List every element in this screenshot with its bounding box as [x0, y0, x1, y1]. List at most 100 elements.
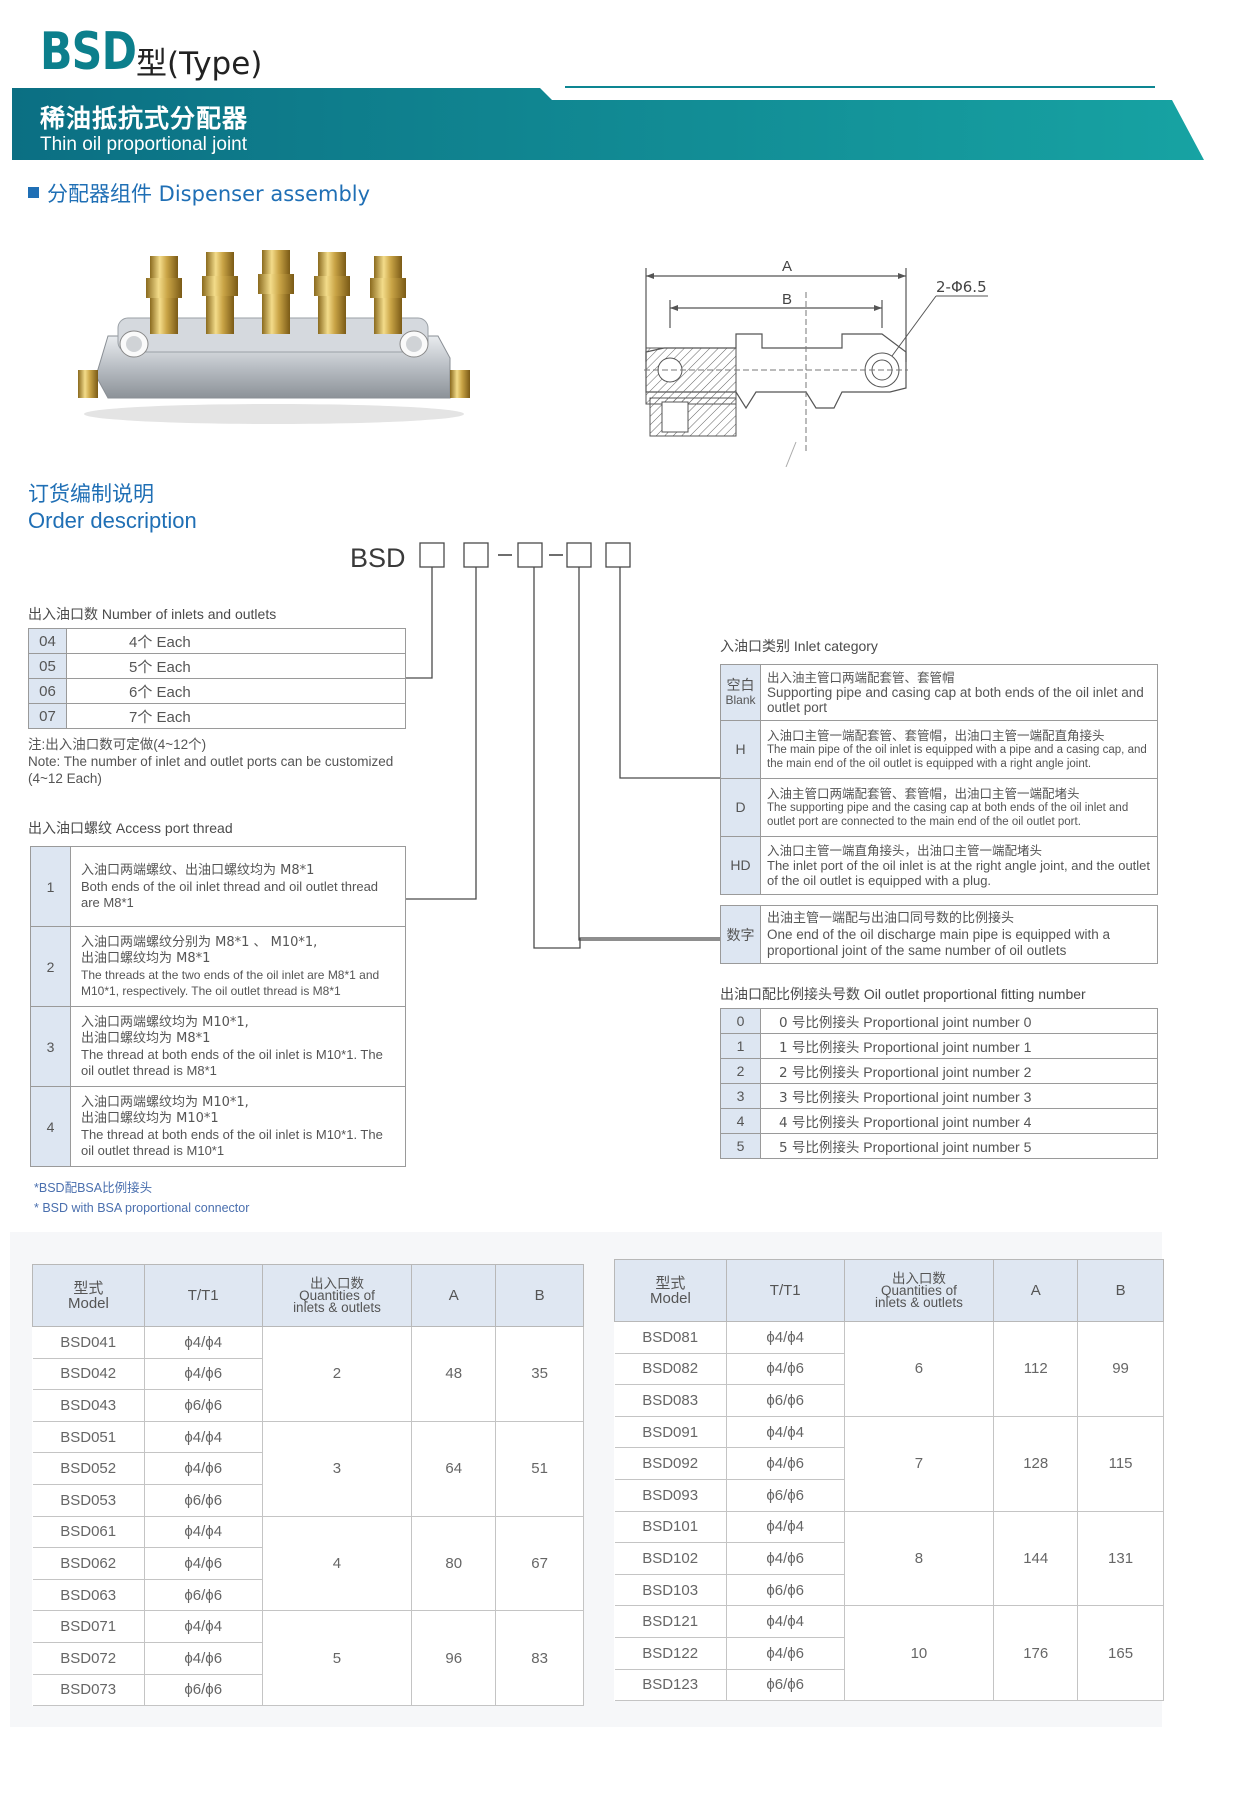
pj-desc-en: Proportional joint number 1 [863, 1039, 1032, 1055]
tt-cell: ϕ4/ϕ4 [143, 1610, 263, 1643]
proportional-caption: 出油口配比例接头号数 Oil outlet proportional fitti… [720, 986, 1086, 1002]
model-cell: BSD103 [614, 1573, 727, 1607]
model-cell: BSD061 [32, 1515, 145, 1549]
bsa-note-en: * BSD with BSA proportional connector [34, 1201, 250, 1215]
thread-desc-en: The thread at both ends of the oil inlet… [81, 1046, 383, 1078]
category-desc-cn: 入油口主管一端配套管、套管帽，出油口主管一端配直角接头 [767, 728, 1105, 743]
inlets-caption: 出入油口数 Number of inlets and outlets [28, 606, 277, 622]
model-cell: BSD072 [32, 1641, 145, 1675]
category-code: D [720, 778, 761, 837]
model-cell: BSD093 [614, 1478, 727, 1512]
tt-cell: ϕ6/ϕ6 [725, 1384, 845, 1417]
tt-cell: ϕ6/ϕ6 [725, 1573, 845, 1607]
banner-title-en: Thin oil proportional joint [40, 134, 248, 155]
model-cell: BSD082 [614, 1352, 727, 1386]
inlets-code: 06 [28, 678, 67, 704]
col-b: B [495, 1264, 584, 1327]
thread-code: 2 [30, 926, 71, 1007]
model-cell: BSD122 [614, 1636, 727, 1670]
thread-code: 1 [30, 846, 71, 927]
inlets-note-en: Note: The number of inlet and outlet por… [28, 754, 394, 786]
tt-cell: ϕ4/ϕ4 [725, 1605, 845, 1638]
dim-label-b: B [782, 291, 792, 308]
a-cell: 80 [411, 1515, 497, 1612]
hole-label: 2-Φ6.5 [936, 278, 987, 296]
header-rule [565, 86, 1155, 88]
model-cell: BSD053 [32, 1483, 145, 1517]
b-cell: 67 [495, 1515, 584, 1612]
model-cell: BSD071 [32, 1610, 145, 1643]
model-cell: BSD123 [614, 1668, 727, 1702]
tt-cell: ϕ6/ϕ6 [725, 1668, 845, 1702]
thread-desc-en: The thread at both ends of the oil inlet… [81, 1126, 383, 1158]
a-cell: 112 [993, 1321, 1079, 1417]
thread-desc-en: Both ends of the oil inlet thread and oi… [81, 878, 379, 910]
thread-desc-cn2: 出油口螺纹均为 M8*1 [81, 950, 211, 966]
b-cell: 115 [1077, 1415, 1164, 1512]
qty-cell: 7 [843, 1415, 995, 1512]
model-cell: BSD041 [32, 1326, 145, 1359]
product-photo [78, 250, 470, 424]
b-cell: 165 [1077, 1605, 1164, 1702]
tt-cell: ϕ4/ϕ4 [725, 1510, 845, 1544]
inlets-desc: 6个 Each [66, 678, 406, 704]
category-desc-cn: 入油主管口两端配套管、套管帽，出油口主管一端配堵头 [767, 786, 1080, 801]
thread-caption: 出入油口螺纹 Access port thread [28, 820, 233, 836]
pj-desc-en: Proportional joint number 5 [863, 1139, 1032, 1155]
thread-desc-cn: 入油口两端螺纹、出油口螺纹均为 M8*1 [81, 862, 315, 878]
inlet-category-caption: 入油口类别 Inlet category [720, 638, 878, 654]
inlets-desc: 5个 Each [66, 653, 406, 679]
inlets-desc: 7个 Each [66, 703, 406, 729]
qty-cell: 5 [261, 1610, 413, 1707]
b-cell: 99 [1077, 1321, 1164, 1417]
col-b: B [1077, 1259, 1164, 1322]
pj-code: 1 [720, 1033, 761, 1059]
b-cell: 51 [495, 1420, 584, 1517]
thread-desc-en: The threads at the two ends of the oil i… [81, 967, 380, 998]
model-cell: BSD091 [614, 1415, 727, 1449]
tt-cell: ϕ4/ϕ4 [725, 1321, 845, 1354]
qty-cell: 6 [843, 1321, 995, 1417]
model-cell: BSD051 [32, 1420, 145, 1454]
pj-code: 5 [720, 1133, 761, 1159]
inlets-code: 07 [28, 703, 67, 729]
pj-desc-en: Proportional joint number 4 [863, 1114, 1032, 1130]
category-desc-en: The main pipe of the oil inlet is equipp… [767, 744, 1147, 770]
category-desc-en: The inlet port of the oil inlet is at th… [767, 858, 1151, 888]
col-tt: T/T1 [143, 1264, 263, 1327]
category-code-en: Blank [725, 692, 756, 707]
model-cell: BSD081 [614, 1321, 727, 1354]
qty-cell: 10 [843, 1605, 995, 1702]
code-box-category [605, 542, 631, 568]
